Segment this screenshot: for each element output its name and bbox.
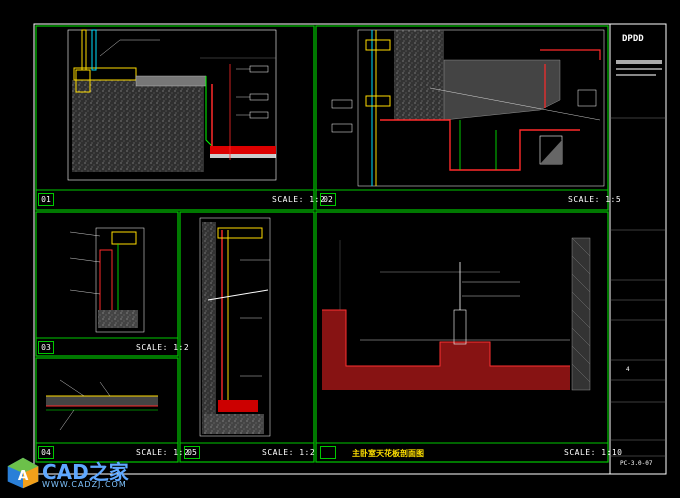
watermark-url: WWW.CADZJ.COM: [42, 480, 127, 489]
panel-04-number: 04: [38, 446, 54, 459]
panel-02-number: 02: [320, 193, 336, 206]
panel-05-number: 05: [184, 446, 200, 459]
panel-01-border: [35, 25, 315, 211]
panel-06-title: 主卧室天花板剖面图: [352, 449, 424, 458]
panel-04-drawing[interactable]: [46, 379, 158, 431]
panel-06-border: [315, 211, 609, 463]
panel-05-border: [179, 211, 315, 463]
panel-06-number: [320, 446, 336, 459]
panel-02-scale: SCALE: 1:5: [568, 195, 622, 204]
panel-04-scale: SCALE: 1:2: [136, 448, 190, 457]
panel-02-drawing[interactable]: [331, 29, 605, 187]
panel-01-scale: SCALE: 1:2: [272, 195, 326, 204]
title-block-logo: DPDD: [622, 34, 644, 44]
panel-01-drawing[interactable]: [67, 29, 277, 181]
title-block-field-a: 4: [626, 366, 630, 373]
panel-03-number: 03: [38, 341, 54, 354]
title-block-lines: [610, 60, 666, 457]
panel-03-border: [35, 211, 179, 357]
sheet-border: [33, 23, 667, 475]
panel-06-scale: SCALE: 1:10: [564, 448, 623, 457]
cadzj-logo-icon: A: [7, 457, 39, 489]
panel-02-border: [315, 25, 609, 211]
sheet-number: PC-3.0-07: [620, 460, 653, 467]
panel-04-border: [35, 357, 179, 463]
panel-05-drawing[interactable]: [199, 217, 271, 437]
panel-01-number: 01: [38, 193, 54, 206]
watermark-brand: CAD之家: [42, 460, 129, 484]
panel-03-drawing[interactable]: [69, 227, 145, 333]
panel-05-scale: SCALE: 1:2: [262, 448, 316, 457]
panel-06-drawing[interactable]: [322, 237, 591, 391]
svg-text:A: A: [18, 468, 29, 484]
panel-03-scale: SCALE: 1:2: [136, 343, 190, 352]
